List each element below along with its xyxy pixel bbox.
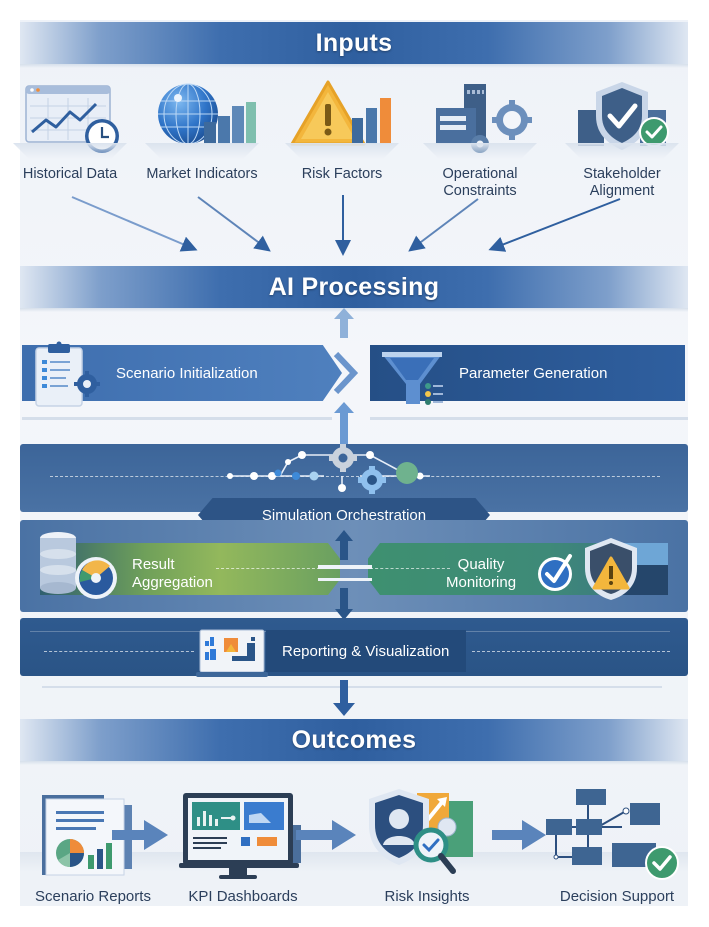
input-market-indicators: Market Indicators bbox=[137, 80, 267, 210]
arrow-down-icon bbox=[333, 680, 355, 716]
input-label: Market Indicators bbox=[146, 166, 258, 182]
flow-arrow-icon bbox=[492, 820, 546, 850]
dotted-connector bbox=[472, 651, 670, 652]
input-label: Operational bbox=[442, 166, 518, 182]
reporting-laptop-icon bbox=[196, 629, 268, 677]
arrow-market bbox=[197, 196, 271, 252]
input-label-line2: Alignment bbox=[589, 183, 655, 199]
outcomes-banner: Outcomes bbox=[20, 719, 688, 765]
input-label: Stakeholder bbox=[583, 166, 661, 182]
funnel-icon bbox=[382, 352, 443, 405]
historical-data-icon bbox=[25, 85, 119, 153]
outcome-decision-support: Decision Support bbox=[542, 785, 692, 905]
simulation-orchestration-label: Simulation Orchestration bbox=[261, 506, 427, 524]
outcomes-title: Outcomes bbox=[291, 725, 417, 754]
chevron-right-icon bbox=[333, 352, 358, 394]
outcome-label: Scenario Reports bbox=[35, 888, 151, 905]
ai-processing-banner: AI Processing bbox=[20, 266, 688, 312]
divider bbox=[22, 417, 332, 420]
parameter-generation-label: Parameter Generation bbox=[459, 364, 608, 382]
input-historical-data: Historical Data bbox=[5, 80, 135, 210]
risk-insights-icon bbox=[369, 789, 473, 874]
pedestal bbox=[145, 143, 259, 159]
dotted-connector bbox=[44, 651, 194, 652]
flow-arrow-icon bbox=[112, 820, 168, 850]
reporting-label-box bbox=[266, 630, 466, 672]
outcome-kpi-dashboards: KPI Dashboards bbox=[168, 785, 318, 905]
decision-support-icon bbox=[546, 789, 679, 880]
input-label: Historical Data bbox=[22, 166, 118, 182]
kpi-dashboards-icon bbox=[179, 793, 301, 879]
divider bbox=[42, 686, 662, 688]
arrow-up-icon bbox=[334, 402, 354, 444]
connector bbox=[318, 565, 372, 569]
pedestal bbox=[285, 143, 399, 159]
pedestal bbox=[565, 143, 679, 159]
quality-monitoring-line1: Quality bbox=[457, 556, 505, 573]
divider bbox=[370, 417, 688, 420]
result-aggregation-line2: Aggregation bbox=[132, 574, 213, 591]
inputs-banner: Inputs bbox=[20, 22, 688, 68]
ai-processing-title: AI Processing bbox=[268, 272, 440, 301]
dotted-connector bbox=[370, 568, 450, 569]
outcome-risk-insights: Risk Insights bbox=[352, 785, 502, 905]
dotted-connector bbox=[216, 568, 320, 569]
result-aggregation-line1: Result bbox=[132, 556, 175, 573]
reporting-visualization-label: Reporting & Visualization bbox=[282, 642, 450, 660]
clipboard-gear-icon bbox=[35, 341, 100, 407]
inputs-title: Inputs bbox=[315, 28, 393, 57]
quality-monitoring-line2: Monitoring bbox=[446, 574, 517, 591]
database-gauge-icon bbox=[40, 532, 117, 599]
input-label: Risk Factors bbox=[301, 166, 383, 182]
arrow-historical bbox=[71, 196, 198, 252]
outcome-label: Decision Support bbox=[559, 888, 675, 905]
network-gears-icon bbox=[227, 444, 430, 494]
dotted-connector bbox=[50, 476, 660, 477]
result-aggregation-label: Result Aggregation bbox=[132, 556, 213, 592]
input-operational-constraints: Operational Constraints bbox=[415, 80, 545, 210]
input-label-line2: Constraints bbox=[443, 183, 517, 199]
shield-warning-icon bbox=[585, 538, 637, 600]
input-risk-factors: Risk Factors bbox=[277, 80, 407, 210]
stakeholder-alignment-icon bbox=[578, 82, 669, 150]
check-badge-icon bbox=[538, 554, 572, 591]
connector bbox=[318, 578, 372, 581]
arrow-operational bbox=[408, 198, 479, 252]
flow-arrow-icon bbox=[296, 820, 356, 850]
market-indicators-icon bbox=[158, 83, 256, 145]
outcome-label: KPI Dashboards bbox=[188, 888, 298, 905]
quality-monitoring-label: Quality Monitoring bbox=[446, 556, 516, 592]
bidirectional-arrow-icon bbox=[335, 530, 353, 620]
outcome-label: Risk Insights bbox=[384, 888, 470, 905]
scenario-initialization-label: Scenario Initialization bbox=[116, 364, 258, 382]
arrow-up-icon bbox=[334, 308, 354, 338]
pedestal bbox=[13, 143, 127, 159]
converging-arrows bbox=[71, 195, 621, 256]
input-stakeholder-alignment: Stakeholder Alignment bbox=[557, 80, 687, 210]
pedestal bbox=[423, 143, 537, 159]
arrow-stakeholder bbox=[488, 198, 621, 252]
